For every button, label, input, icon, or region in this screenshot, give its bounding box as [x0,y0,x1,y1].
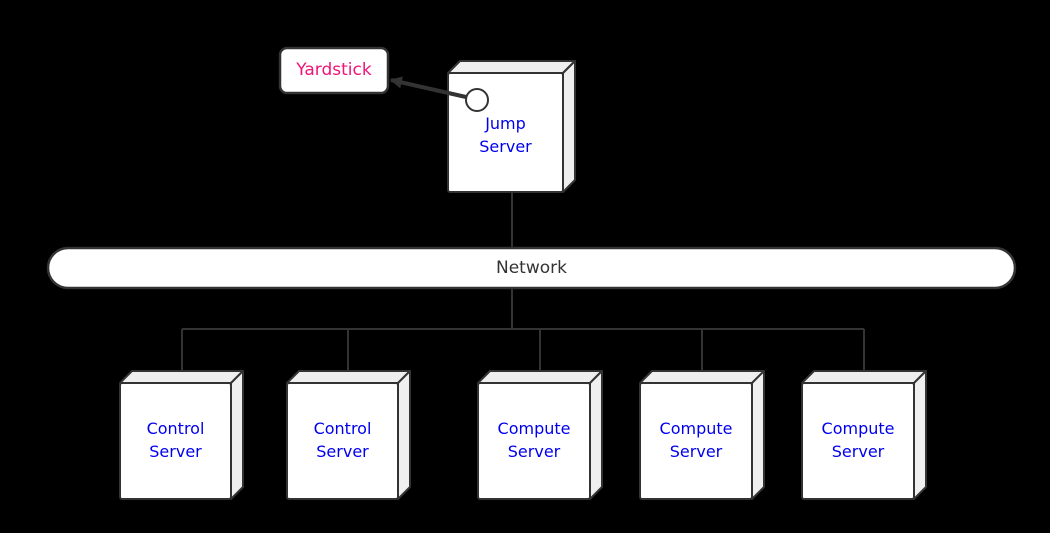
box-top-face [286,370,411,384]
yardstick-arrow [389,76,467,99]
compute-server-box-3 [801,370,927,500]
network-bus [46,246,1017,290]
compute-server-box-2 [639,370,765,500]
compute-server-box-1 [477,370,603,500]
box-side-face [751,370,765,500]
box-front-face [119,382,232,500]
jump-server-port-circle [465,88,489,112]
box-side-face [230,370,244,500]
box-top-face [477,370,603,384]
box-front-face [477,382,591,500]
box-front-face [286,382,399,500]
control-server-box-1 [119,370,244,500]
box-top-face [639,370,765,384]
box-side-face [913,370,927,500]
box-side-face [589,370,603,500]
connector-lines [181,192,865,374]
box-side-face [562,60,576,193]
jump-server-box [447,60,576,193]
box-top-face [119,370,244,384]
box-top-face [447,60,576,74]
box-front-face [801,382,915,500]
box-front-face [447,72,564,193]
box-top-face [801,370,927,384]
box-side-face [397,370,411,500]
box-front-face [639,382,753,500]
yardstick-box [278,46,390,95]
control-server-box-2 [286,370,411,500]
